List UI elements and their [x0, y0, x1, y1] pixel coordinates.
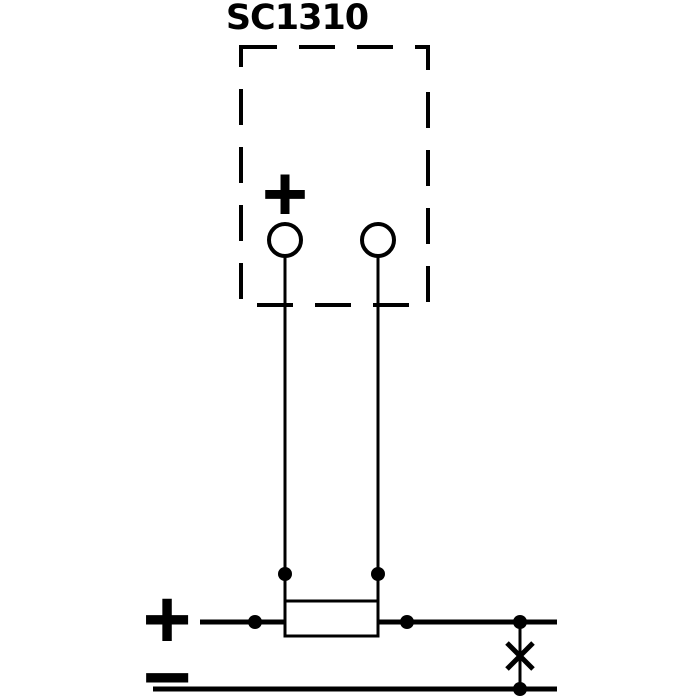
junction-dot	[513, 682, 527, 696]
shunt-box	[283, 599, 380, 638]
terminal-left-icon	[267, 222, 303, 258]
cross-icon	[505, 641, 535, 671]
junction-dot	[248, 615, 262, 629]
negative-bus-label: −	[140, 640, 194, 700]
diagram-title: SC1310	[226, 0, 368, 38]
device-polarity-plus: +	[260, 158, 310, 228]
device-outline	[239, 45, 430, 307]
terminal-right-icon	[360, 222, 396, 258]
positive-bus-label: +	[140, 582, 194, 656]
junction-dot	[371, 567, 385, 581]
cross-stroke	[505, 641, 535, 671]
junction-dot	[400, 615, 414, 629]
junction-dot	[278, 567, 292, 581]
